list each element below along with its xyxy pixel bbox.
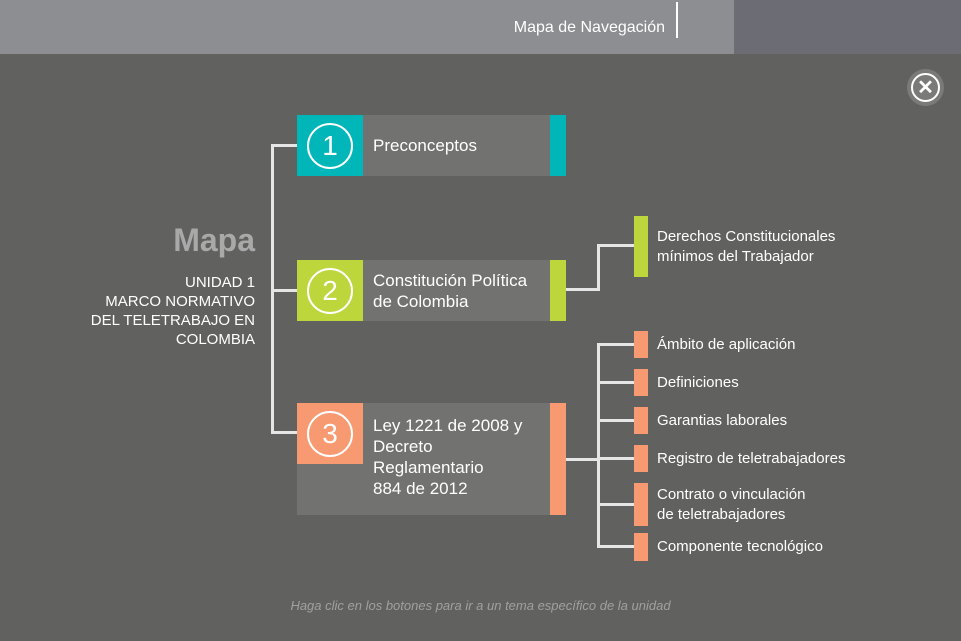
accent-bar [634, 331, 648, 358]
label-line: de teletrabajadores [657, 505, 786, 523]
number-column: 3 [297, 403, 363, 515]
label-line: Reglamentario [373, 458, 484, 477]
subtopic-componente[interactable]: Componente tecnológico [634, 533, 823, 561]
label-line: Constitución Política [373, 270, 528, 290]
accent-bar [634, 369, 648, 396]
subtopic-label: Derechos Constitucionales mínimos del Tra… [657, 227, 835, 267]
accent-bar [634, 445, 648, 472]
close-button[interactable]: ✕ [907, 69, 944, 106]
connector [271, 144, 297, 147]
header-title: Mapa de Navegación [513, 19, 665, 36]
number-1: 1 [307, 122, 353, 169]
label-line: Derechos Constitucionales [657, 227, 836, 245]
connector [566, 458, 599, 461]
subtopic-derechos[interactable]: Derechos Constitucionales mínimos del Tra… [634, 216, 835, 277]
connector [597, 343, 600, 548]
label-line: mínimos del Trabajador [657, 247, 814, 265]
accent-bar [634, 216, 648, 277]
topic-label: Preconceptos [363, 115, 550, 176]
subtopic-label: Contrato o vinculación de teletrabajadore… [657, 485, 805, 525]
connector [597, 381, 634, 384]
filler [297, 464, 363, 515]
label-line: 884 de 2012 [373, 479, 468, 498]
subtopic-definiciones[interactable]: Definiciones [634, 369, 739, 396]
number-2: 2 [307, 267, 353, 314]
subtopic-registro[interactable]: Registro de teletrabajadores [634, 445, 845, 472]
accent-bar [634, 407, 648, 434]
topic-1-button[interactable]: 1 Preconceptos [297, 115, 566, 176]
topic-3-button[interactable]: 3 Ley 1221 de 2008 y Decreto Reglamentar… [297, 403, 566, 515]
subtopic-ambito[interactable]: Ámbito de aplicación [634, 331, 795, 358]
connector [597, 545, 634, 548]
label-line: Decreto [373, 437, 433, 456]
connector [597, 244, 600, 291]
map-title: Mapa [173, 222, 255, 258]
unit-line: DEL TELETRABAJO EN [90, 312, 255, 329]
label-line: Ley 1221 de 2008 y [373, 416, 523, 435]
accent-bar [550, 115, 566, 176]
subtopic-label: Definiciones [657, 373, 739, 391]
subtopic-label: Registro de teletrabajadores [657, 449, 846, 467]
unit-title: UNIDAD 1 MARCO NORMATIVO DEL TELETRABAJO… [55, 273, 255, 349]
connector [597, 419, 634, 422]
number-badge: 2 [297, 260, 363, 321]
connector [271, 289, 297, 292]
subtopic-label: Componente tecnológico [657, 538, 823, 555]
unit-line: UNIDAD 1 [184, 274, 255, 291]
accent-bar [634, 533, 648, 561]
connector [597, 503, 634, 506]
close-icon: ✕ [911, 73, 940, 102]
label-line: de Colombia [373, 291, 469, 311]
topic-label: Ley 1221 de 2008 y Decreto Reglamentario… [363, 403, 550, 515]
unit-line: COLOMBIA [175, 331, 255, 348]
connector [597, 343, 634, 346]
label-line: Contrato o vinculación [657, 485, 806, 503]
connector [597, 457, 634, 460]
subtopic-label: Ámbito de aplicación [657, 335, 796, 353]
header-bar [0, 0, 734, 54]
subtopic-contrato[interactable]: Contrato o vinculación de teletrabajadore… [634, 483, 805, 526]
accent-bar [550, 260, 566, 321]
subtopic-label: Garantias laborales [657, 411, 788, 429]
accent-bar [634, 483, 648, 526]
hint-text: Haga clic en los botones para ir a un te… [290, 598, 671, 613]
connector [566, 288, 599, 291]
subtopic-garantias[interactable]: Garantias laborales [634, 407, 787, 434]
connector [271, 431, 297, 434]
unit-line: MARCO NORMATIVO [105, 293, 255, 310]
number-badge: 3 [297, 403, 363, 464]
header-right-panel [734, 0, 961, 54]
accent-bar [550, 403, 566, 515]
connector [597, 244, 634, 247]
number-3: 3 [307, 410, 353, 457]
number-badge: 1 [297, 115, 363, 176]
header-divider [676, 2, 678, 38]
